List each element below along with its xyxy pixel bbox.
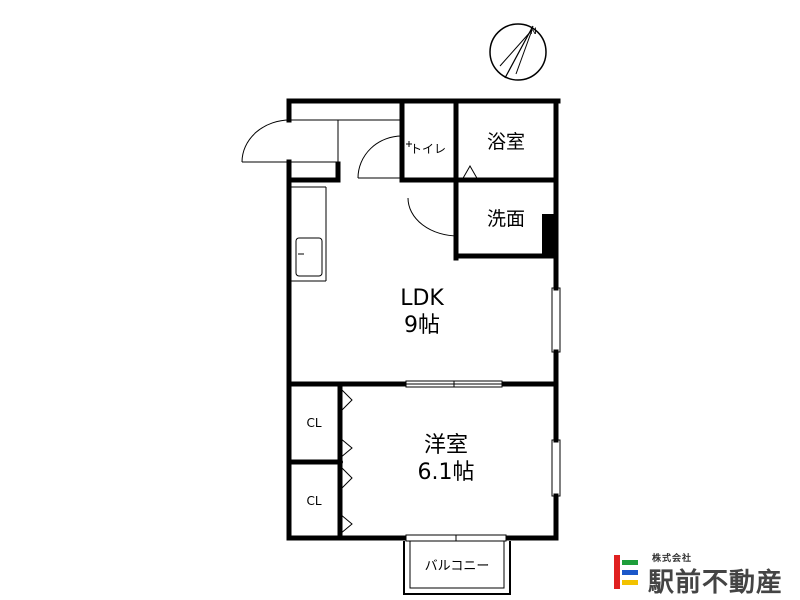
ldk-size-label: 9帖	[404, 313, 440, 338]
brand-company-type: 株式会社	[652, 554, 693, 564]
closet-pivot	[337, 459, 343, 465]
closet-lower-label: CL	[306, 494, 321, 508]
bath-door-marker	[461, 164, 479, 181]
balcony-door	[405, 534, 507, 542]
closet-upper-door	[339, 387, 353, 459]
balcony-label: バルコニー	[425, 559, 490, 574]
entrance-door-arc	[241, 119, 291, 163]
entrance-door	[241, 119, 291, 163]
compass: N	[489, 23, 547, 81]
compass-north-label: N	[530, 27, 537, 37]
ldk-label: LDK	[400, 286, 444, 311]
western-room-label: 洋室	[424, 433, 468, 458]
washroom-label: 洗面	[487, 208, 525, 230]
compass-needle-arm-2	[515, 29, 533, 75]
washroom-fixture	[542, 214, 556, 256]
balcony	[403, 541, 511, 595]
western-room-size-label: 6.1帖	[418, 460, 475, 485]
bath-label: 浴室	[487, 131, 525, 153]
kitchen-sink	[295, 237, 323, 277]
brand-logo-mark	[614, 555, 638, 589]
logo-bar-red	[614, 555, 620, 589]
balcony-outline	[403, 541, 511, 595]
logo-bar-green	[622, 560, 638, 565]
logo-bar-blue	[622, 570, 638, 575]
walls	[286, 98, 561, 541]
closet-upper-label: CL	[306, 416, 321, 430]
closet-doors	[339, 387, 353, 535]
logo-bar-yellow	[622, 580, 638, 585]
sliding-door-ldk	[405, 380, 503, 388]
brand-name: 駅前不動産	[648, 568, 784, 598]
balcony-inner	[409, 541, 505, 589]
compass-needle-arm	[499, 29, 533, 67]
ldk-window	[551, 287, 561, 353]
washroom-door-arc	[407, 197, 459, 237]
western-window	[551, 439, 561, 497]
interior-thin-lines	[290, 119, 561, 497]
closet-lower-door	[339, 465, 353, 535]
toilet-label: トイレ	[410, 142, 446, 156]
toilet-door-arc	[357, 135, 403, 179]
compass-circle	[489, 23, 547, 81]
